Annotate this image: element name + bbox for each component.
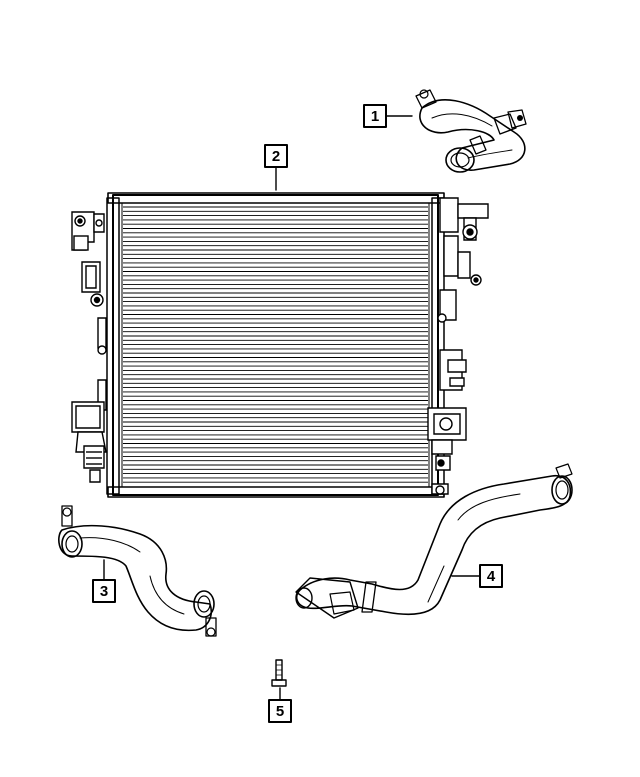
callout-4-label: 4 (487, 568, 496, 585)
radiator-core-fins (123, 206, 428, 483)
callout-1: 1 (363, 104, 413, 128)
callout-5: 5 (268, 687, 292, 723)
upper-hose (415, 89, 527, 173)
callout-4: 4 (451, 564, 503, 588)
radiator (71, 192, 489, 498)
callout-1-label: 1 (371, 108, 379, 125)
lower-left-hose (58, 505, 217, 637)
callout-2-label: 2 (272, 148, 280, 165)
callout-2: 2 (264, 144, 288, 191)
callout-5-label: 5 (276, 703, 284, 720)
bolt (271, 659, 287, 687)
radiator-right-brackets (427, 197, 489, 495)
callout-3: 3 (92, 559, 116, 603)
lower-right-hose (295, 463, 573, 619)
callout-3-label: 3 (100, 583, 108, 600)
radiator-left-brackets (71, 211, 107, 483)
